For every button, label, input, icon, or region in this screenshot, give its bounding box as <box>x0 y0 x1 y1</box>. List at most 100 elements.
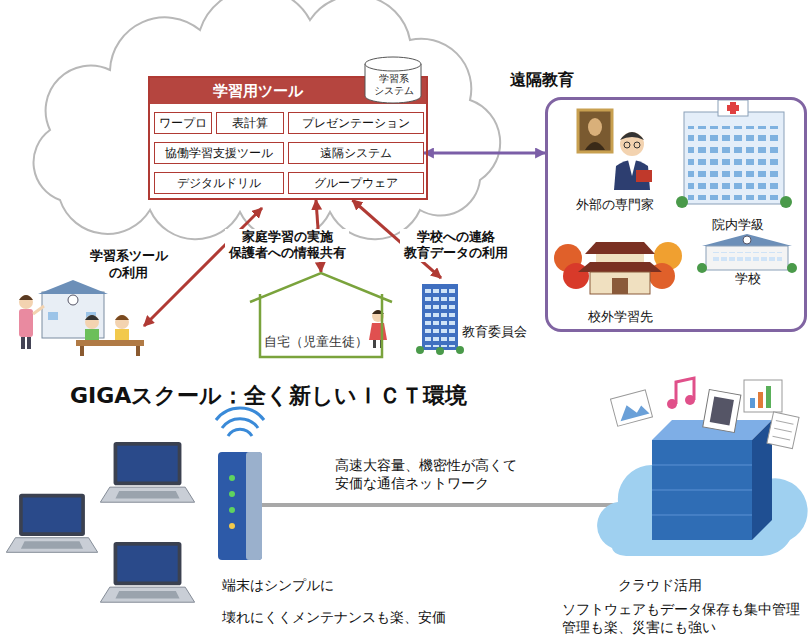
classroom-picture <box>80 346 84 356</box>
cloud-outline <box>34 0 501 240</box>
classroom-picture <box>38 280 108 294</box>
cloud-server <box>652 465 752 466</box>
office-building <box>424 287 456 347</box>
temple-picture <box>585 242 655 254</box>
laptop-terminals <box>6 494 97 553</box>
wifi-router <box>229 523 235 529</box>
picture-caption-box: 院内学級 <box>675 105 800 235</box>
expert-figure <box>588 118 602 136</box>
tool-item-box: 協働学習支援ツール <box>154 142 284 164</box>
cloud-server <box>710 396 734 425</box>
wifi-router <box>216 408 264 560</box>
picture-caption-box: 外部の専門家 <box>565 105 665 215</box>
school-building <box>743 236 751 244</box>
note-label: 高速大容量、機密性が高くて 安価な通信ネットワーク <box>335 456 520 492</box>
remote-education-region: 遠隔教育外部の専門家院内学級学校校外学習先 <box>545 97 807 332</box>
child-figure <box>369 323 387 340</box>
cloud-server <box>617 400 650 421</box>
laptop-terminals <box>100 442 194 502</box>
cloud-server <box>744 380 782 412</box>
office-building <box>422 284 458 350</box>
cloud-server <box>767 412 799 449</box>
cloud-server <box>667 399 677 409</box>
laptop-terminals <box>100 542 194 602</box>
note-label: クラウド活用 <box>618 576 702 594</box>
cloud-server <box>652 515 752 516</box>
classroom-picture <box>21 337 25 349</box>
house-outline <box>250 273 392 357</box>
board-building: 教育委員会 <box>418 278 533 358</box>
note-label: 壊れにくくメンテナンスも楽、安価 <box>222 608 446 626</box>
cloud-server <box>776 421 794 425</box>
node-text: 学校 <box>733 271 763 287</box>
node-text: 表計算 <box>232 116 268 131</box>
database-cylinder: 学習系 システム <box>364 56 422 104</box>
expert-figure <box>620 132 644 140</box>
expert-figure <box>636 170 652 182</box>
edge-label: 家庭学習の実施 保護者への情報共有 <box>225 229 349 262</box>
node-text: 協働学習支援ツール <box>165 146 273 161</box>
classroom-picture <box>115 315 129 320</box>
note-label: ソフトウェアもデータ保存も集中管理 管理も楽、災害にも強い <box>562 600 803 636</box>
classroom-picture <box>48 312 58 320</box>
cloud-server <box>703 389 741 432</box>
classroom-picture <box>136 346 140 356</box>
tool-item-box: 表計算 <box>216 112 284 134</box>
classroom-picture <box>19 295 33 300</box>
section-title: GIGAスクール：全く新しいＩＣＴ環境 <box>70 382 467 410</box>
cloud-server <box>703 389 741 432</box>
node-text: 遠隔システム <box>320 146 392 161</box>
picture-caption-box: 校外学習先 <box>553 235 688 327</box>
cloud-server <box>652 490 752 491</box>
cloud-server <box>685 395 695 405</box>
leader-arrow <box>144 208 262 326</box>
child-figure <box>373 340 376 348</box>
hospital-building <box>780 196 792 208</box>
hospital-building <box>684 112 784 204</box>
node-text: グループウェア <box>314 176 398 191</box>
expert-figure <box>578 110 612 152</box>
wifi-router <box>222 419 258 428</box>
wifi-router <box>228 429 252 436</box>
node-text: デジタルドリル <box>177 176 261 191</box>
note-label: 端末はシンプルに <box>222 576 334 594</box>
cloud-server <box>773 436 791 440</box>
temple-picture <box>612 278 628 294</box>
expert-figure <box>634 142 640 148</box>
cylinder-outline <box>365 57 421 71</box>
office-building <box>416 346 424 354</box>
classroom-picture <box>19 280 144 356</box>
classroom-picture <box>85 315 99 329</box>
classroom-picture <box>19 295 33 309</box>
temple-picture <box>578 262 662 272</box>
school-building <box>712 252 782 264</box>
school-building <box>706 246 788 270</box>
hospital-building <box>688 126 780 200</box>
node-text: 自宅（児童生徒） <box>264 334 368 350</box>
wifi-router <box>218 452 262 560</box>
classroom-picture <box>27 337 31 349</box>
cloud-server <box>610 390 652 426</box>
office-building <box>436 347 444 355</box>
hospital-building <box>676 196 688 208</box>
classroom-picture <box>115 315 129 329</box>
hospital-building <box>718 100 748 116</box>
laptop-terminals <box>6 442 194 602</box>
edge-label: 学校への連絡 教育データの利用 <box>400 229 511 262</box>
network-line <box>262 503 615 507</box>
school-building <box>702 234 792 246</box>
tool-item-box: グループウェア <box>288 172 424 194</box>
cloud-outline <box>34 0 501 240</box>
tool-item-box: ワープロ <box>154 112 212 134</box>
wifi-router <box>229 491 235 497</box>
expert-figure <box>624 142 630 148</box>
node-text: ワープロ <box>159 116 207 131</box>
wifi-router <box>229 475 235 481</box>
network-line <box>262 505 615 506</box>
tool-item-box: プレゼンテーション <box>288 112 424 134</box>
hospital-building <box>727 105 739 111</box>
temple-picture <box>554 242 682 294</box>
cloud-server <box>676 378 694 404</box>
wifi-router <box>229 507 235 513</box>
school-building <box>787 263 797 273</box>
